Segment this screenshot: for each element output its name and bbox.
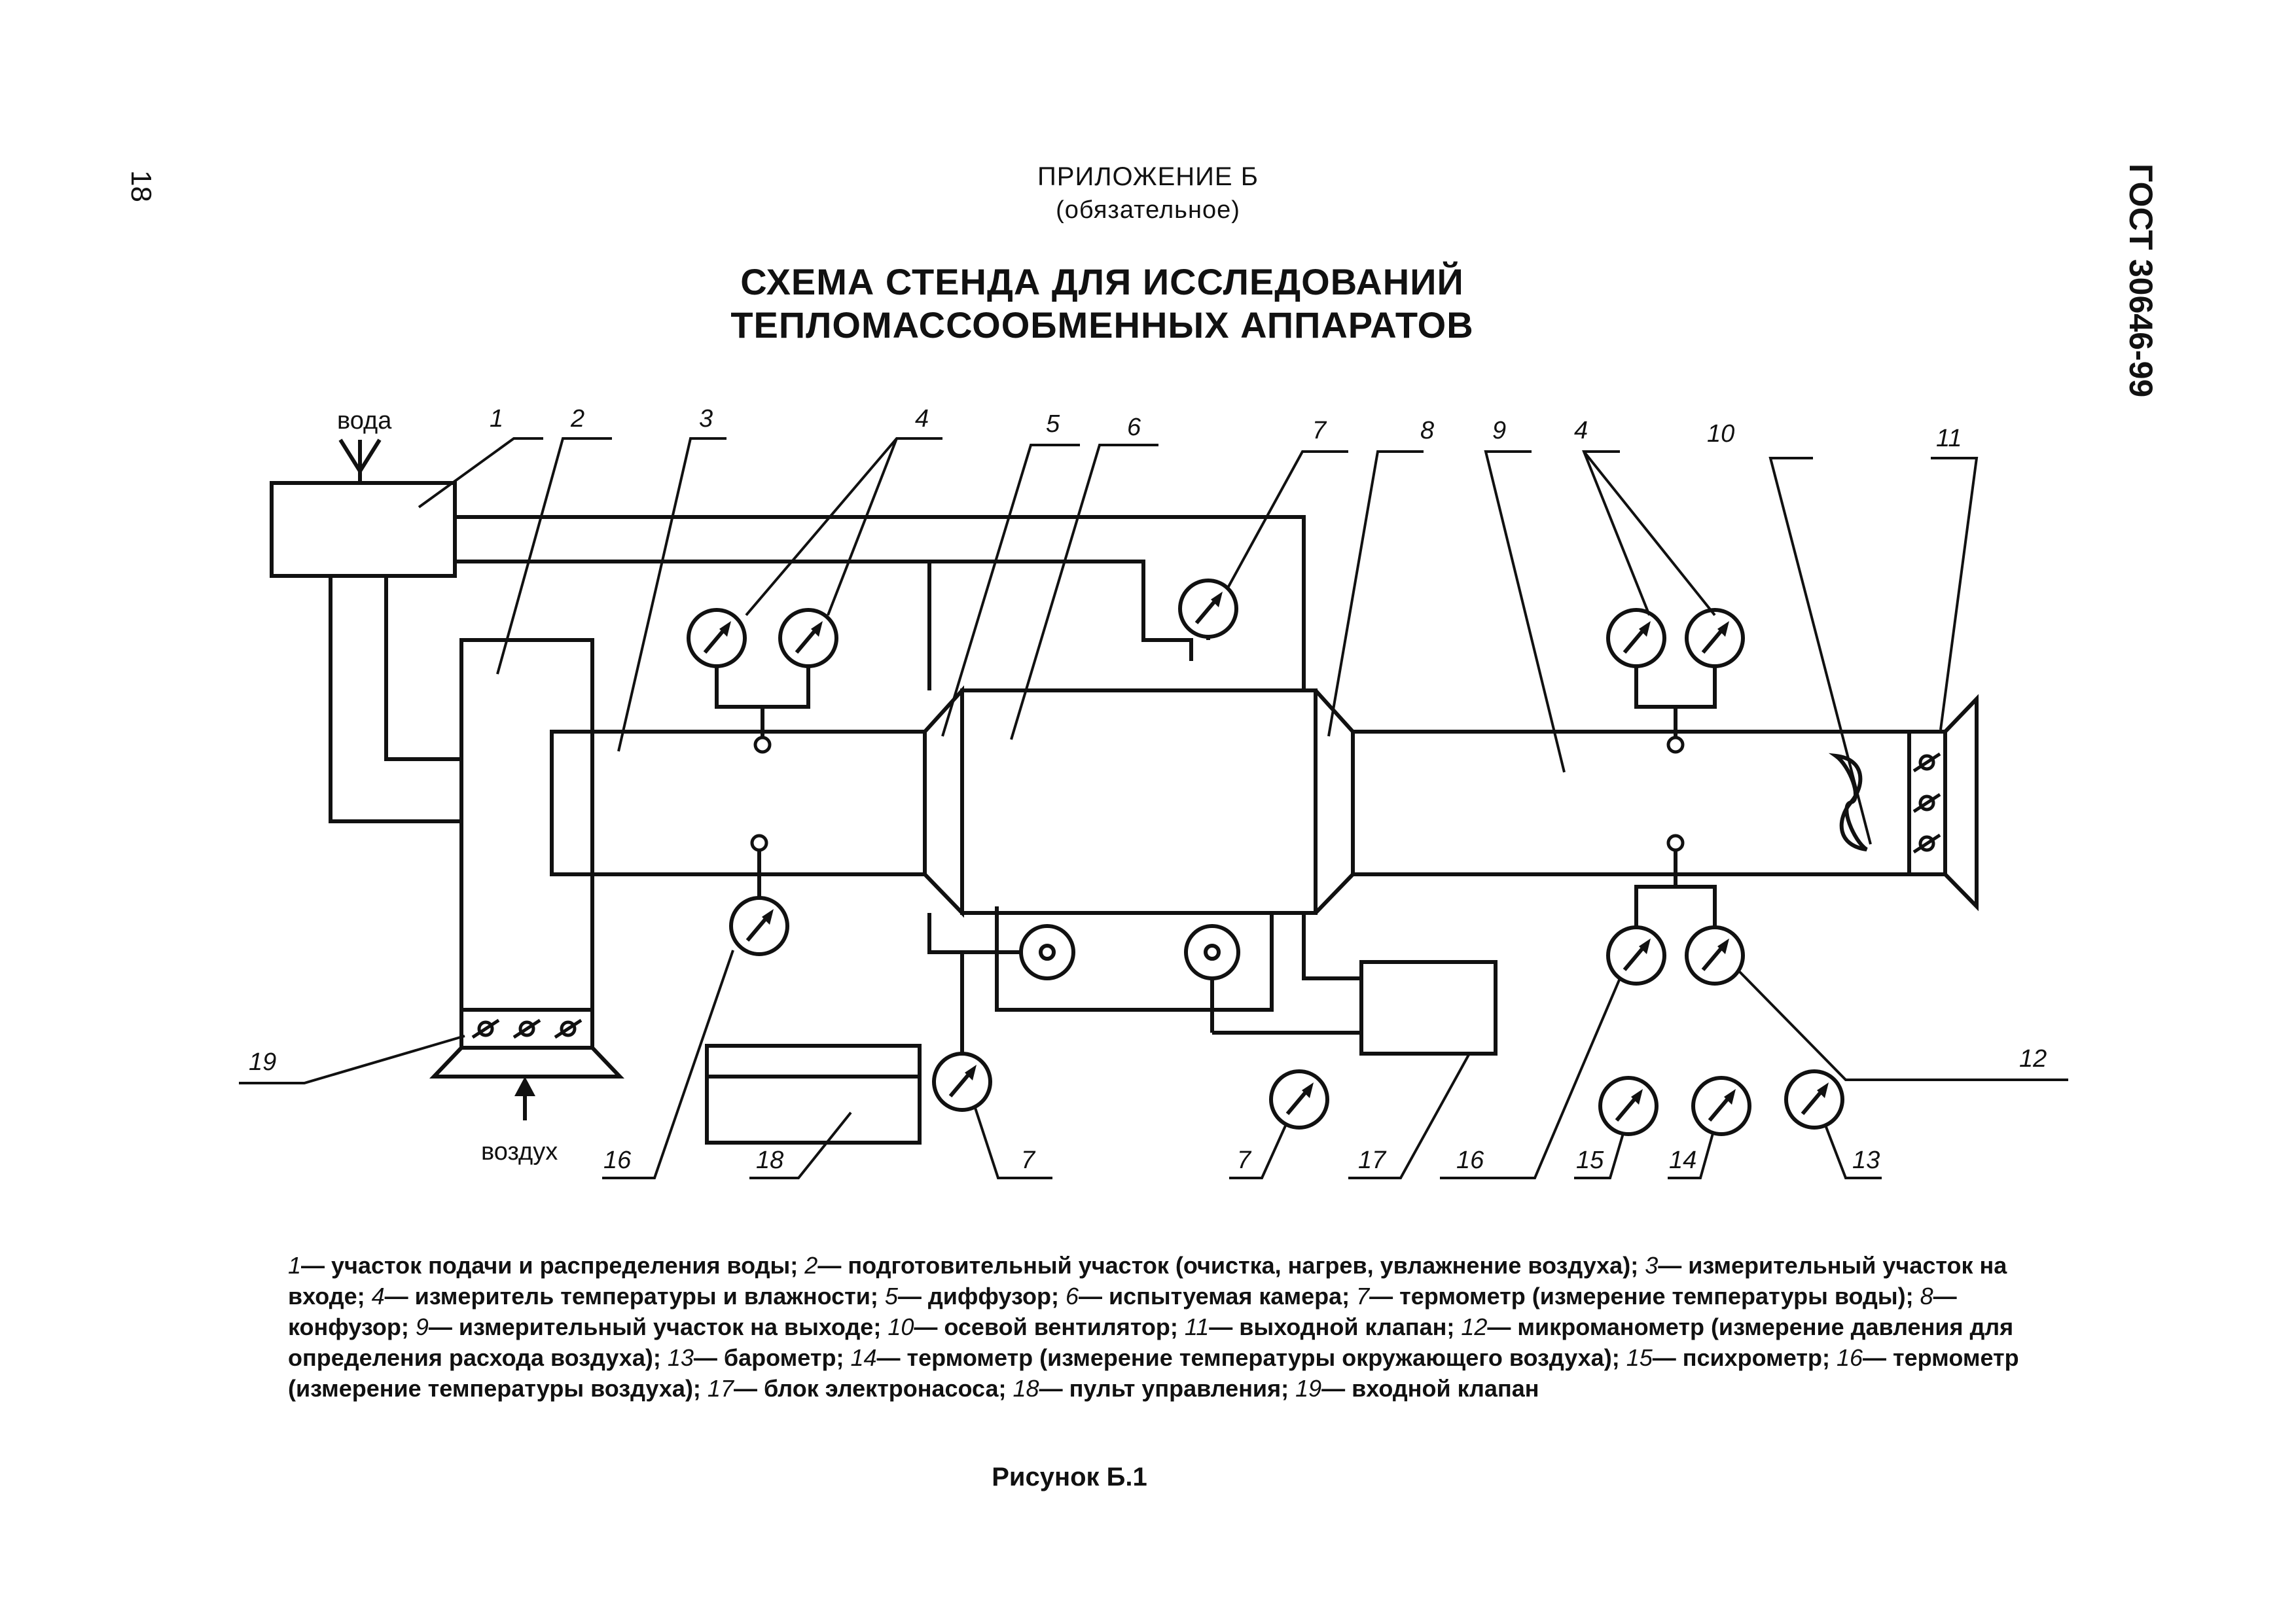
callout-11: 11 [1936, 425, 1962, 452]
callout-6: 6 [1127, 414, 1141, 441]
legend-description: — конфузор; [288, 1283, 1957, 1340]
callout-19: 19 [249, 1048, 276, 1076]
legend-number: 5 [884, 1283, 898, 1310]
callout-13: 13 [1852, 1147, 1880, 1174]
title-line-1: СХЕМА СТЕНДА ДЛЯ ИССЛЕДОВАНИЙ [740, 261, 1464, 302]
callout-10: 10 [1707, 420, 1734, 448]
diagram-labels: вода воздух [337, 407, 558, 1166]
legend-number: 18 [1013, 1375, 1039, 1402]
gauge-icon [780, 610, 836, 666]
leader-lines [239, 437, 2068, 1179]
water-label: вода [337, 407, 392, 435]
gauge-icon [1608, 610, 1664, 666]
legend-description: — выходной клапан; [1209, 1313, 1462, 1340]
legend-number: 17 [707, 1375, 734, 1402]
legend-description: — диффузор; [897, 1283, 1066, 1310]
gauge-icon [1786, 1071, 1842, 1128]
inlet-valve-dampers [473, 1020, 581, 1037]
legend-description: — подготовительный участок (очистка, наг… [817, 1252, 1645, 1279]
legend-description: — термометр (измерение температуры возду… [288, 1344, 2019, 1402]
legend-number: 11 [1184, 1313, 1210, 1340]
callout-16: 16 [603, 1147, 632, 1174]
callout-7: 7 [1312, 417, 1327, 444]
callout-7: 7 [1237, 1147, 1252, 1174]
legend-description: — измерительный участок на входе; [288, 1252, 2007, 1310]
air-arrow-icon [514, 1077, 535, 1120]
figure-caption-text: Рисунок Б.1 [992, 1463, 1147, 1491]
callout-labels: 1 2 3 4 5 6 7 8 9 4 10 11 12 19 16 18 7 … [249, 405, 2047, 1174]
legend-description: — микроманометр (измерение давления для … [288, 1313, 2014, 1371]
page-title: СХЕМА СТЕНДА ДЛЯ ИССЛЕДОВАНИЙ ТЕПЛОМАССО… [0, 260, 2296, 347]
legend-description: — измеритель температуры и влажности; [384, 1283, 885, 1310]
gauge-icon [731, 898, 787, 954]
callout-3: 3 [699, 405, 713, 433]
gauge-icon [1608, 927, 1664, 984]
callout-14: 14 [1669, 1147, 1696, 1174]
legend-description: — пульт управления; [1039, 1375, 1296, 1402]
gauges [689, 580, 1842, 1134]
gauge-icon [689, 610, 745, 666]
callout-8: 8 [1420, 417, 1434, 444]
callout-18: 18 [756, 1147, 783, 1174]
legend-description: — входной клапан [1321, 1375, 1539, 1402]
legend-number: 7 [1356, 1283, 1370, 1310]
legend-number: 14 [850, 1344, 877, 1371]
legend-number: 4 [371, 1283, 385, 1310]
callout-17: 17 [1358, 1147, 1387, 1174]
figure-caption: Рисунок Б.1 [0, 1463, 2296, 1492]
callout-7: 7 [1021, 1147, 1036, 1174]
legend-number: 1 [288, 1252, 302, 1279]
callout-12: 12 [2019, 1045, 2047, 1073]
legend-description: — психрометр; [1652, 1344, 1837, 1371]
legend-description: — измерительный участок на выходе; [428, 1313, 888, 1340]
callout-4: 4 [1574, 417, 1588, 444]
outlet-valve-dampers [1914, 754, 1940, 852]
air-label: воздух [481, 1138, 558, 1166]
callout-4: 4 [915, 405, 929, 433]
pipework [270, 438, 1979, 1145]
legend-description: — барометр; [693, 1344, 851, 1371]
fan-icon [1828, 753, 1868, 851]
legend-description: — термометр (измерение температуры окруж… [876, 1344, 1626, 1371]
gauge-icon [1600, 1078, 1657, 1134]
callout-5: 5 [1046, 410, 1060, 438]
callout-2: 2 [570, 405, 584, 433]
legend-number: 8 [1920, 1283, 1933, 1310]
legend-number: 6 [1065, 1283, 1079, 1310]
legend-number: 9 [415, 1313, 429, 1340]
title-line-2: ТЕПЛОМАССООБМЕННЫХ АППАРАТОВ [730, 304, 1474, 346]
callout-16: 16 [1456, 1147, 1484, 1174]
callout-15: 15 [1576, 1147, 1604, 1174]
gauge-icon [1271, 1071, 1327, 1128]
legend-number: 13 [667, 1344, 694, 1371]
legend-number: 10 [888, 1313, 914, 1340]
callout-1: 1 [490, 405, 503, 433]
gauge-icon [1687, 610, 1743, 666]
sensor-points [750, 736, 1685, 852]
appendix-title: ПРИЛОЖЕНИЕ Б [1037, 162, 1259, 191]
legend-number: 12 [1461, 1313, 1488, 1340]
legend-description: — блок электронасоса; [733, 1375, 1013, 1402]
gauge-icon [1687, 927, 1743, 984]
gauge-icon [1693, 1078, 1749, 1134]
legend-number: 2 [804, 1252, 818, 1279]
legend-description: — участок подачи и распределения воды; [301, 1252, 805, 1279]
legend-number: 19 [1295, 1375, 1322, 1402]
legend-description: — термометр (измерение температуры воды)… [1369, 1283, 1920, 1310]
pump-circles [1019, 924, 1240, 980]
appendix-note: (обязательное) [1056, 196, 1240, 224]
legend-number: 15 [1626, 1344, 1653, 1371]
gauge-icon [934, 1054, 990, 1110]
legend-description: — осевой вентилятор; [914, 1313, 1185, 1340]
legend-description: — испытуемая камера; [1078, 1283, 1357, 1310]
legend-number: 16 [1836, 1344, 1863, 1371]
legend-text: 1— участок подачи и распределения воды; … [288, 1250, 2042, 1404]
callout-9: 9 [1492, 417, 1506, 444]
legend-number: 3 [1645, 1252, 1659, 1279]
